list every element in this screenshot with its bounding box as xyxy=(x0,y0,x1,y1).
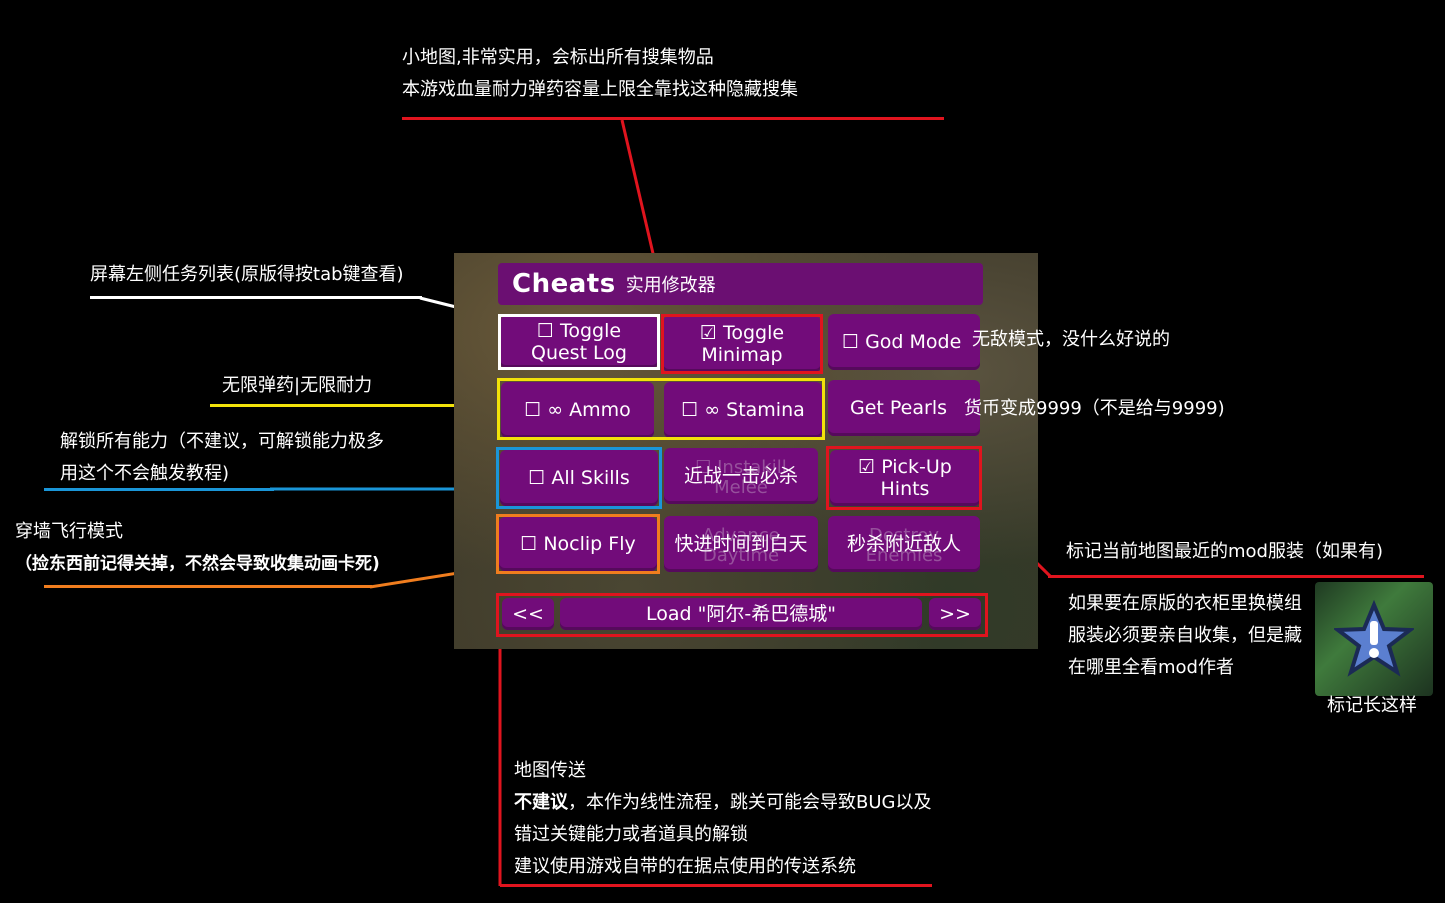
instakill-melee-cn-label: 近战一击必杀 xyxy=(683,465,798,487)
load-map-button[interactable]: Load "阿尔-希巴德城" xyxy=(560,598,922,630)
cheats-title-bar: Cheats 实用修改器 xyxy=(498,263,983,305)
infinite-stamina-button[interactable]: ☐ ∞ Stamina xyxy=(664,382,822,438)
get-pearls-button[interactable]: Get Pearls xyxy=(828,380,980,436)
pickup-hints-label: ☑ Pick-Up Hints xyxy=(858,456,952,500)
next-map-button[interactable]: >> xyxy=(929,598,981,630)
minimap-note-line2: 本游戏血量耐力弹药容量上限全靠找这种隐藏搜集 xyxy=(402,79,798,100)
instakill-melee-faint-label: ☐ Instakill Melee xyxy=(695,457,787,498)
get-pearls-label: Get Pearls xyxy=(850,397,948,419)
allskills-underline xyxy=(44,488,274,491)
allskills-note-line1: 解锁所有能力（不建议，可解锁能力极多 xyxy=(60,431,384,452)
wardrobe-note-line2: 服装必须要亲自收集，但是藏 xyxy=(1068,625,1302,646)
cheats-title-cn: 实用修改器 xyxy=(625,275,716,296)
pickup-note: 标记当前地图最近的mod服装（如果有) xyxy=(1066,541,1383,562)
wardrobe-note-line1: 如果要在原版的衣柜里换模组 xyxy=(1068,593,1302,614)
god-mode-button[interactable]: ☐ God Mode xyxy=(828,314,980,370)
infinite-stamina-label: ☐ ∞ Stamina xyxy=(681,399,805,421)
marker-icon-image xyxy=(1315,582,1433,696)
star-marker-icon xyxy=(1334,599,1414,677)
advance-daytime-faint-label: Advance Daytime xyxy=(702,525,780,566)
questlog-note: 屏幕左侧任务列表(原版得按tab键查看) xyxy=(90,264,404,285)
noclip-fly-label: ☐ Noclip Fly xyxy=(520,533,636,555)
toggle-minimap-label: ☑ Toggle Minimap xyxy=(699,322,785,366)
pickup-underline xyxy=(1048,575,1424,578)
noclip-note-line2: （捡东西前记得关掉，不然会导致收集动画卡死) xyxy=(15,554,380,574)
all-skills-button[interactable]: ☐ All Skills xyxy=(500,450,658,506)
destroy-enemies-button[interactable]: Destroy Enemies 秒杀附近敌人 xyxy=(828,516,980,572)
teleport-underline xyxy=(500,884,932,887)
load-map-label: Load "阿尔-希巴德城" xyxy=(646,603,836,625)
god-mode-label: ☐ God Mode xyxy=(842,331,962,353)
all-skills-label: ☐ All Skills xyxy=(528,467,630,489)
questlog-underline xyxy=(90,296,422,299)
noclip-fly-button[interactable]: ☐ Noclip Fly xyxy=(499,517,657,571)
advance-daytime-cn-label: 快进时间到白天 xyxy=(674,533,808,555)
toggle-quest-log-label: ☐ Toggle Quest Log xyxy=(530,320,627,364)
infinite-ammo-label: ☐ ∞ Ammo xyxy=(524,399,631,421)
infinite-underline xyxy=(210,404,458,407)
get-pearls-note: 货币变成9999（不是给与9999) xyxy=(964,398,1225,419)
cheats-title: Cheats xyxy=(512,269,616,299)
minimap-underline xyxy=(402,117,944,120)
noclip-note-line1: 穿墙飞行模式 xyxy=(15,521,123,542)
teleport-note-line4: 建议使用游戏自带的在据点使用的传送系统 xyxy=(514,856,856,877)
pickup-hints-button[interactable]: ☑ Pick-Up Hints xyxy=(830,450,980,506)
next-map-label: >> xyxy=(939,603,971,625)
instakill-melee-button[interactable]: ☐ Instakill Melee 近战一击必杀 xyxy=(664,448,818,504)
teleport-not-recommended: 不建议 xyxy=(514,792,568,813)
noclip-underline xyxy=(44,585,372,588)
prev-map-label: << xyxy=(512,603,544,625)
wardrobe-note-line3: 在哪里全看mod作者 xyxy=(1068,657,1234,678)
destroy-enemies-faint-label: Destroy Enemies xyxy=(865,525,943,566)
toggle-minimap-button[interactable]: ☑ Toggle Minimap xyxy=(663,316,821,372)
infinite-note: 无限弹药|无限耐力 xyxy=(222,375,373,396)
prev-map-button[interactable]: << xyxy=(502,598,554,630)
destroy-enemies-cn-label: 秒杀附近敌人 xyxy=(846,533,961,555)
marker-caption: 标记长这样 xyxy=(1327,695,1417,716)
teleport-note-line1: 地图传送 xyxy=(514,760,586,781)
toggle-quest-log-button[interactable]: ☐ Toggle Quest Log xyxy=(500,316,658,368)
teleport-note-line2: 不建议，本作为线性流程，跳关可能会导致BUG以及 xyxy=(514,787,931,819)
teleport-note-line3: 错过关键能力或者道具的解锁 xyxy=(514,824,748,845)
teleport-note-line2-rest: ，本作为线性流程，跳关可能会导致BUG以及 xyxy=(568,792,932,813)
allskills-note-line2: 用这个不会触发教程) xyxy=(60,463,230,484)
god-mode-note: 无敌模式，没什么好说的 xyxy=(972,329,1170,350)
advance-daytime-button[interactable]: Advance Daytime 快进时间到白天 xyxy=(664,516,818,572)
minimap-note-line1: 小地图,非常实用，会标出所有搜集物品 xyxy=(402,47,714,68)
infinite-ammo-button[interactable]: ☐ ∞ Ammo xyxy=(501,382,654,438)
